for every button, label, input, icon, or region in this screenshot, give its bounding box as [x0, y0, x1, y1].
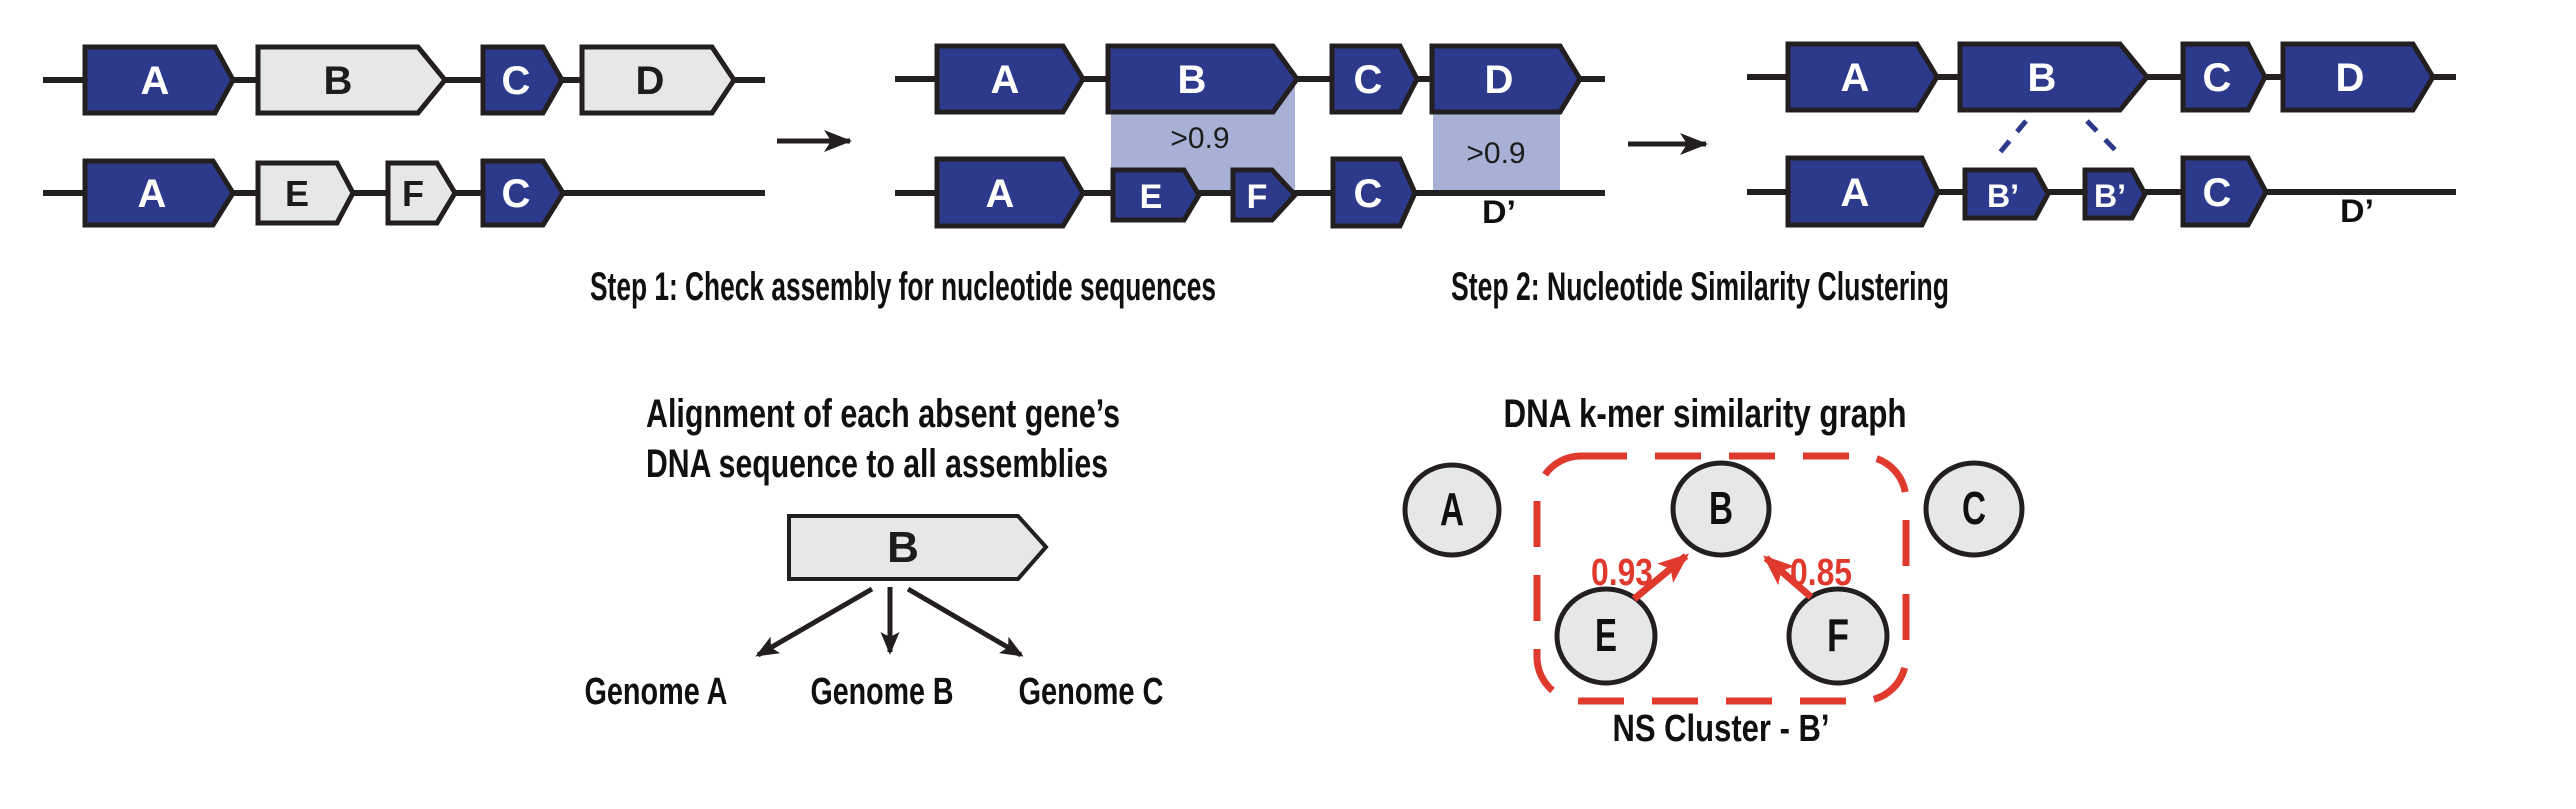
graph-node-label-e: E	[1595, 609, 1617, 661]
similarity-shading-b	[1111, 84, 1295, 193]
gene-label-c: C	[1354, 58, 1383, 102]
graph-node-f	[1786, 586, 1890, 686]
gene-arrow-f	[385, 160, 458, 226]
alignment-arrow-genome-a	[755, 586, 874, 658]
gene-label-b: B	[1178, 58, 1207, 102]
similarity-value-d: >0.9	[1466, 137, 1525, 170]
graph-node-a	[1402, 462, 1502, 558]
gene-arrow-e	[1110, 167, 1202, 223]
graph-node-c	[1923, 460, 2025, 558]
gene-arrow-a2	[82, 158, 236, 228]
ns-cluster-label: NS Cluster - B’	[1613, 708, 1830, 750]
gene-arrow-a2	[1785, 155, 1941, 228]
gene-arrow-c2	[480, 158, 566, 228]
gene-arrow-b	[1957, 41, 2151, 113]
gene-label-b: B	[324, 59, 353, 103]
gene-label-bprime-1: B’	[1987, 178, 2019, 214]
gene-arrow-b	[1105, 43, 1301, 115]
panel-genomes-before: A B C D A E F C	[43, 44, 765, 228]
gene-label-bprime-2: B’	[2094, 178, 2126, 214]
panel-step2-clustering: A B C D A B’ B’ C D’ Step 2: Nucleotide …	[1451, 41, 2456, 309]
gene-arrow-bprime-2	[2082, 167, 2148, 221]
d-prime-label: D’	[2340, 193, 2374, 229]
gene-label-a2: A	[1841, 171, 1870, 215]
query-gene-label: B	[887, 523, 919, 572]
d-prime-label: D’	[1482, 194, 1516, 230]
gene-label-a: A	[991, 58, 1020, 102]
panel-similarity-graph: DNA k-mer similarity graph A B C E F 0.9…	[1402, 392, 2025, 750]
alignment-arrow-genome-c	[906, 586, 1024, 658]
gene-arrow-c	[1329, 43, 1420, 115]
cluster-link-dash-right	[2085, 119, 2123, 158]
step2-caption: Step 2: Nucleotide Similarity Clustering	[1451, 265, 1949, 309]
gene-label-f: F	[402, 173, 424, 214]
gene-arrow-b	[255, 44, 449, 116]
gene-arrow-c2	[2180, 155, 2269, 228]
alignment-title-line1: Alignment of each absent gene’s	[646, 392, 1120, 436]
gene-arrow-f	[1230, 167, 1299, 223]
panel-alignment-diagram: Alignment of each absent gene’s DNA sequ…	[585, 392, 1164, 713]
gene-arrow-c	[480, 44, 565, 116]
gene-label-a2: A	[986, 172, 1015, 216]
target-label-genome-b: Genome B	[811, 671, 954, 713]
gene-label-c: C	[502, 59, 531, 103]
gene-label-e: E	[1140, 178, 1163, 216]
gene-arrow-e	[255, 160, 356, 226]
gene-arrow-d	[1429, 43, 1583, 115]
ns-cluster-dashed-outline	[1533, 452, 1910, 705]
similarity-shading-d	[1433, 112, 1560, 191]
gene-arrow-a	[82, 44, 236, 116]
graph-node-label-b: B	[1709, 482, 1733, 534]
gene-label-d: D	[636, 59, 665, 103]
target-label-genome-a: Genome A	[585, 671, 728, 713]
target-label-genome-c: Genome C	[1019, 671, 1164, 713]
gene-arrow-d	[2280, 41, 2436, 113]
step1-caption: Step 1: Check assembly for nucleotide se…	[590, 265, 1216, 309]
gene-label-d: D	[1485, 58, 1514, 102]
graph-node-label-c: C	[1962, 482, 1986, 534]
graph-node-b	[1670, 460, 1772, 558]
gene-label-c2: C	[502, 172, 531, 216]
gene-arrow-d	[579, 44, 738, 116]
gene-label-e: E	[285, 173, 309, 214]
panel-step1-nucleotide-check: A B C D A E F C >0.9 >0.9 D’ Step 1: Che…	[590, 43, 1605, 309]
gene-arrow-bprime-1	[1962, 167, 2051, 221]
gene-label-a2: A	[138, 172, 167, 216]
gene-label-c2: C	[1354, 172, 1383, 216]
gene-label-c: C	[2203, 56, 2232, 100]
graph-title: DNA k-mer similarity graph	[1504, 392, 1907, 436]
graph-node-label-f: F	[1827, 609, 1849, 661]
gene-label-a: A	[1841, 56, 1870, 100]
cluster-link-dash-left	[1995, 119, 2028, 158]
edge-weight-f-b: 0.85	[1790, 552, 1852, 594]
query-gene-arrow	[787, 514, 1049, 581]
gene-arrow-c	[2180, 41, 2268, 113]
gene-arrow-a	[1785, 41, 1940, 113]
gene-arrow-a	[934, 43, 1086, 115]
edge-weight-e-b: 0.93	[1591, 552, 1653, 594]
gene-arrow-a2	[934, 156, 1086, 229]
gene-label-c2: C	[2203, 171, 2232, 215]
gene-arrow-c2	[1330, 156, 1418, 229]
alignment-title-line2: DNA sequence to all assemblies	[646, 442, 1108, 486]
gene-label-a: A	[141, 59, 170, 103]
graph-node-e	[1554, 586, 1658, 686]
graph-edge-f-to-b	[1762, 555, 1814, 600]
gene-label-b: B	[2028, 56, 2057, 100]
graph-node-label-a: A	[1440, 483, 1464, 535]
graph-edge-e-to-b	[1631, 553, 1690, 602]
similarity-value-b: >0.9	[1170, 122, 1229, 155]
gene-label-d: D	[2336, 56, 2365, 100]
gene-label-f: F	[1247, 178, 1268, 216]
